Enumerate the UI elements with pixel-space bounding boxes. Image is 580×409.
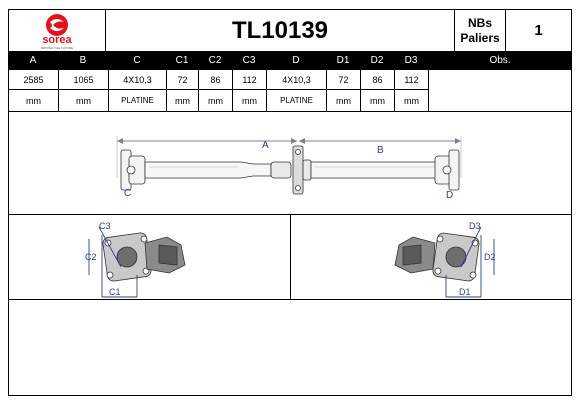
value-c2: 86: [198, 69, 233, 90]
right-flange-panel: D3 D2 D1: [290, 214, 572, 300]
left-yoke-icon: [120, 149, 146, 191]
shaft-tube-right: [310, 161, 446, 179]
label-a: A: [262, 140, 269, 151]
value-c: 4X10,3: [108, 69, 167, 90]
label-c1: C1: [109, 287, 121, 297]
unit-c1: mm: [166, 89, 199, 112]
value-d: 4X10,3: [266, 69, 327, 90]
obs-value: [428, 69, 572, 112]
logo-tagline: DRIVING THE FUTURE: [41, 46, 73, 50]
col-d-header: D: [266, 52, 326, 69]
col-d1-header: D1: [326, 52, 360, 69]
notes-area: [8, 299, 572, 396]
logo-text: sorea: [42, 34, 72, 46]
unit-c: PLATINE: [108, 89, 167, 112]
shaft-tube-left: [144, 161, 272, 179]
col-c3-header: C3: [232, 52, 266, 69]
unit-d: PLATINE: [266, 89, 327, 112]
col-a-header: A: [8, 52, 58, 69]
left-flange-panel: C3 C2 C1: [8, 214, 291, 300]
col-b-header: B: [58, 52, 108, 69]
unit-d1: mm: [326, 89, 361, 112]
sorea-logo: sorea DRIVING THE FUTURE: [41, 14, 73, 50]
nbs-paliers-label: NBs Paliers: [454, 9, 506, 52]
right-flange-diagram: D3 D2 D1: [394, 221, 496, 298]
label-d3: D3: [469, 221, 481, 231]
label-b: B: [377, 145, 384, 156]
reference-title: TL10139: [105, 9, 455, 52]
label-d2: D2: [484, 252, 496, 262]
driveshaft-diagram: A B C D: [116, 136, 462, 201]
obs-header: Obs.: [489, 55, 511, 66]
col-d3-header: D3: [394, 52, 428, 69]
col-c-header: C: [108, 52, 166, 69]
value-c3: 112: [232, 69, 267, 90]
label-c3: C3: [99, 221, 111, 231]
value-a: 2585: [8, 69, 59, 90]
unit-d2: mm: [360, 89, 395, 112]
unit-b: mm: [58, 89, 109, 112]
unit-d3: mm: [394, 89, 429, 112]
logo-cell: sorea DRIVING THE FUTURE: [8, 9, 106, 52]
right-flange-icon: [394, 232, 480, 282]
value-d1: 72: [326, 69, 361, 90]
value-c1: 72: [166, 69, 199, 90]
left-flange-diagram: C3 C2 C1: [85, 221, 186, 298]
col-c1-header: C1: [166, 52, 198, 69]
shaft-drawing-panel: A B C D: [8, 111, 572, 215]
left-flange-icon: [102, 232, 186, 282]
right-yoke-icon: [434, 149, 460, 191]
unit-c3: mm: [232, 89, 267, 112]
label-d1: D1: [459, 287, 471, 297]
nbs-paliers-value: 1: [505, 9, 572, 52]
col-c2-header: C2: [198, 52, 232, 69]
unit-c2: mm: [198, 89, 233, 112]
center-bearing-icon: [270, 145, 312, 195]
label-c2: C2: [85, 252, 97, 262]
col-d2-header: D2: [360, 52, 394, 69]
unit-a: mm: [8, 89, 59, 112]
value-b: 1065: [58, 69, 109, 90]
value-d2: 86: [360, 69, 395, 90]
label-d: D: [446, 190, 453, 201]
value-d3: 112: [394, 69, 429, 90]
label-c: C: [124, 188, 131, 199]
